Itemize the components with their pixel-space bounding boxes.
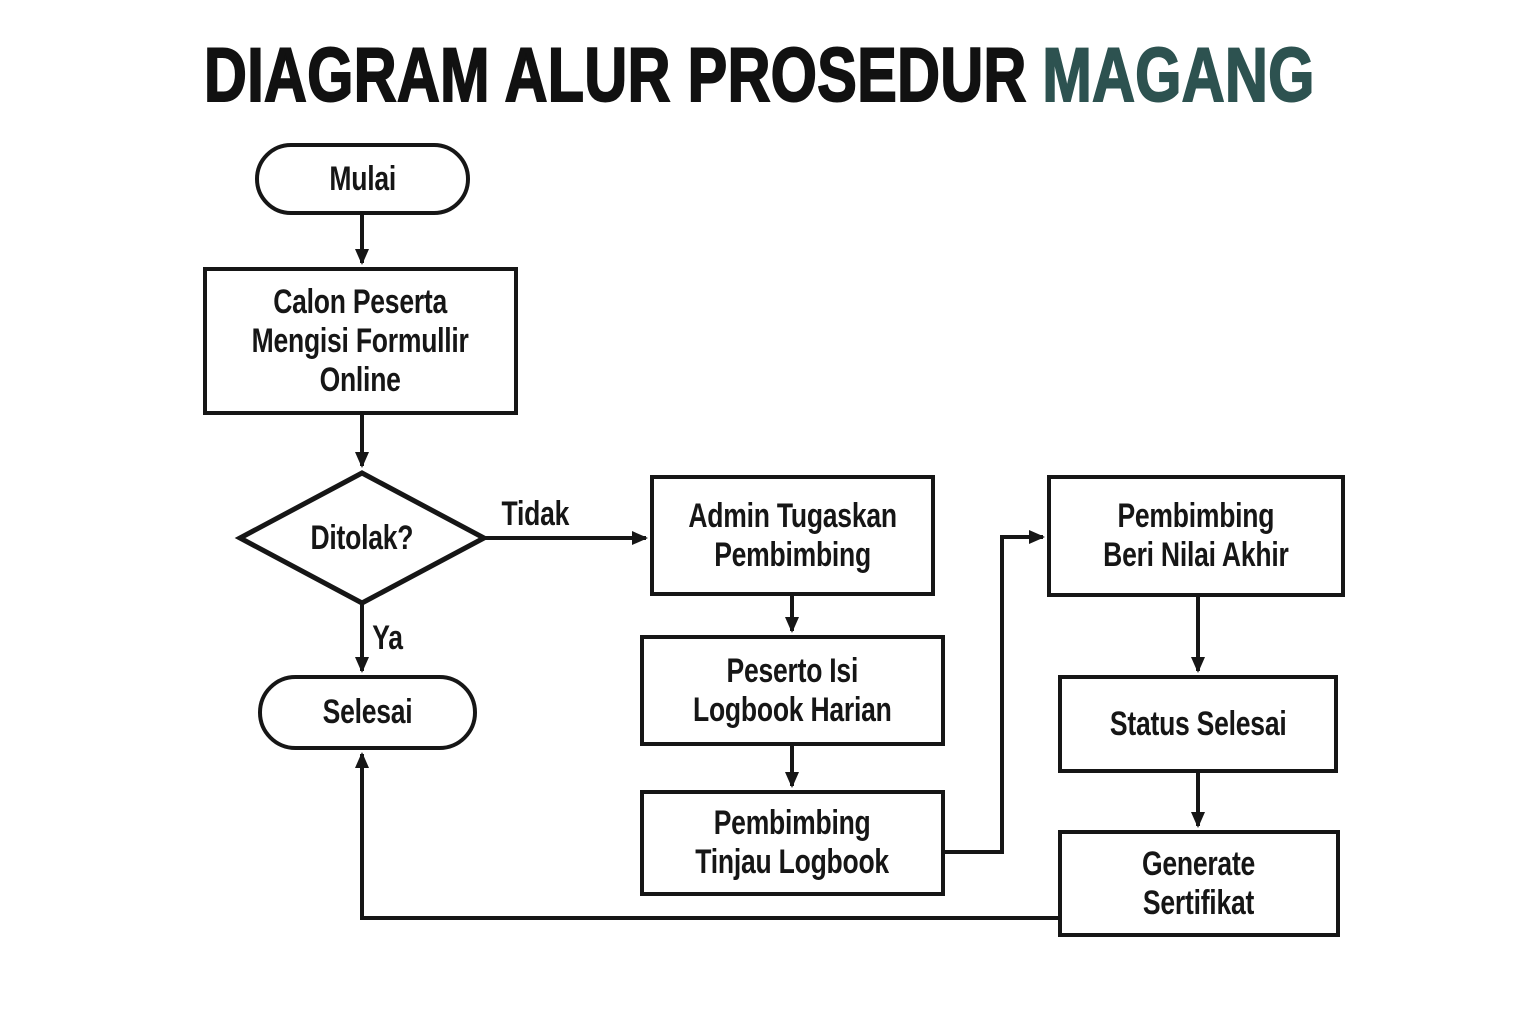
fill-form-node: Calon Peserta Mengisi Formullir Online: [203, 267, 518, 415]
start-node-label: Mulai: [329, 159, 396, 198]
decision-diamond-shape: [234, 470, 490, 606]
page-title-main: DIAGRAM ALUR PROSEDUR: [203, 33, 1027, 119]
edge-cert-to-end: [355, 752, 1058, 920]
edge-review-to-grade: [945, 530, 1045, 854]
page-title-accent: MAGANG: [1042, 33, 1316, 119]
decision-node-label: Ditolak?: [310, 518, 414, 557]
assign-mentor-node: Admin Tugaskan Pembimbing: [650, 475, 935, 596]
decision-node-label-box: Ditolak?: [252, 519, 472, 557]
end-node: Selesai: [258, 675, 477, 750]
fill-form-node-label: Calon Peserta Mengisi Formullir Online: [251, 282, 470, 399]
edge-label-yes: Ya: [352, 618, 424, 658]
end-node-label: Selesai: [322, 693, 413, 731]
final-grade-node: Pembimbing Beri Nilai Akhir: [1047, 475, 1345, 597]
final-grade-node-label: Pembimbing Beri Nilai Akhir: [1103, 497, 1289, 574]
edge-label-yes-text: Ya: [372, 618, 404, 657]
assign-mentor-node-label: Admin Tugaskan Pembimbing: [688, 496, 897, 574]
status-done-node: Status Selesai: [1058, 675, 1338, 773]
review-logbook-node: Pembimbing Tinjau Logbook: [640, 790, 945, 896]
fill-logbook-node: Peserto Isi Logbook Harian: [640, 635, 945, 746]
edge-label-no-text: Tidak: [501, 494, 569, 533]
generate-cert-node: Generate Sertifikat: [1058, 830, 1340, 937]
start-node: Mulai: [255, 143, 470, 215]
status-done-node-label: Status Selesai: [1109, 704, 1287, 743]
fill-logbook-node-label: Peserto Isi Logbook Harian: [693, 651, 892, 729]
generate-cert-node-label: Generate Sertifikat: [1142, 844, 1256, 922]
review-logbook-node-label: Pembimbing Tinjau Logbook: [695, 804, 890, 881]
edge-label-no: Tidak: [475, 494, 595, 534]
